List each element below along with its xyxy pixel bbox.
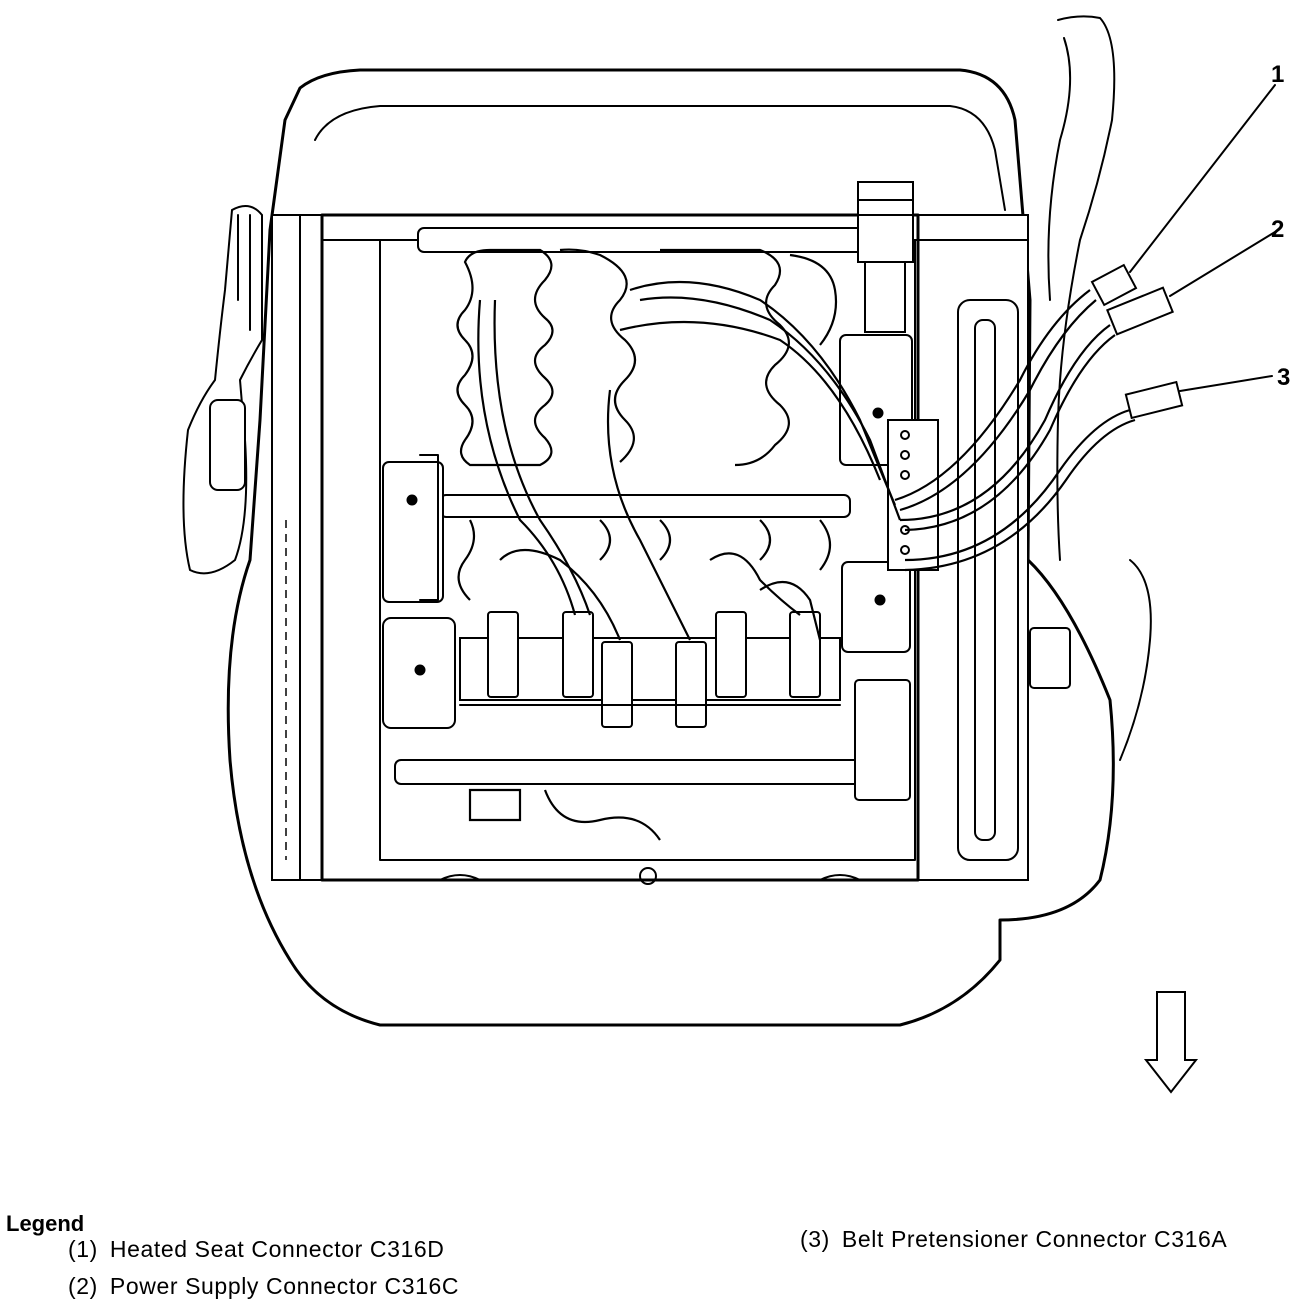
top-cross-tube [417, 227, 864, 253]
callout-3: 3 [1277, 364, 1291, 391]
legend-title: Legend [6, 1211, 85, 1236]
legend-item-number: (2) [68, 1273, 98, 1299]
callout-2: 2 [1271, 216, 1285, 243]
connector-c316a [904, 375, 1273, 572]
legend-item: (2) Power Supply Connector C316C [68, 1273, 459, 1300]
connector-row [459, 611, 841, 728]
middle-cross-tube [439, 494, 851, 518]
serpentine-springs-lower [457, 519, 832, 601]
down-arrow-icon [1143, 991, 1199, 1094]
callout-1: 1 [1271, 61, 1285, 88]
mounting-bracket [887, 419, 939, 571]
bottom-cross-tube [394, 759, 866, 785]
connector-c316d [894, 84, 1276, 512]
wiring-harness [477, 299, 577, 616]
legend-item: (3) Belt Pretensioner Connector C316A [800, 1226, 1227, 1253]
left-motor [382, 461, 444, 603]
legend-item-number: (1) [68, 1236, 98, 1262]
seat-cushion-outline [226, 68, 1115, 1027]
legend-item-label: Power Supply Connector C316C [109, 1273, 460, 1299]
seat-cushion-inner-top [314, 105, 1006, 211]
legend-item-number: (3) [800, 1226, 830, 1252]
connector-c316c [899, 231, 1276, 532]
serpentine-springs-upper [456, 248, 554, 467]
recliner-handle [1119, 559, 1152, 761]
legend-item-label: Belt Pretensioner Connector C316A [841, 1226, 1228, 1252]
seatbelt-bolster [1056, 15, 1116, 561]
left-rail [271, 214, 323, 881]
top-connector-block [857, 181, 914, 263]
legend-item-label: Heated Seat Connector C316D [109, 1236, 445, 1262]
legend-item: (1) Heated Seat Connector C316D [68, 1236, 444, 1263]
